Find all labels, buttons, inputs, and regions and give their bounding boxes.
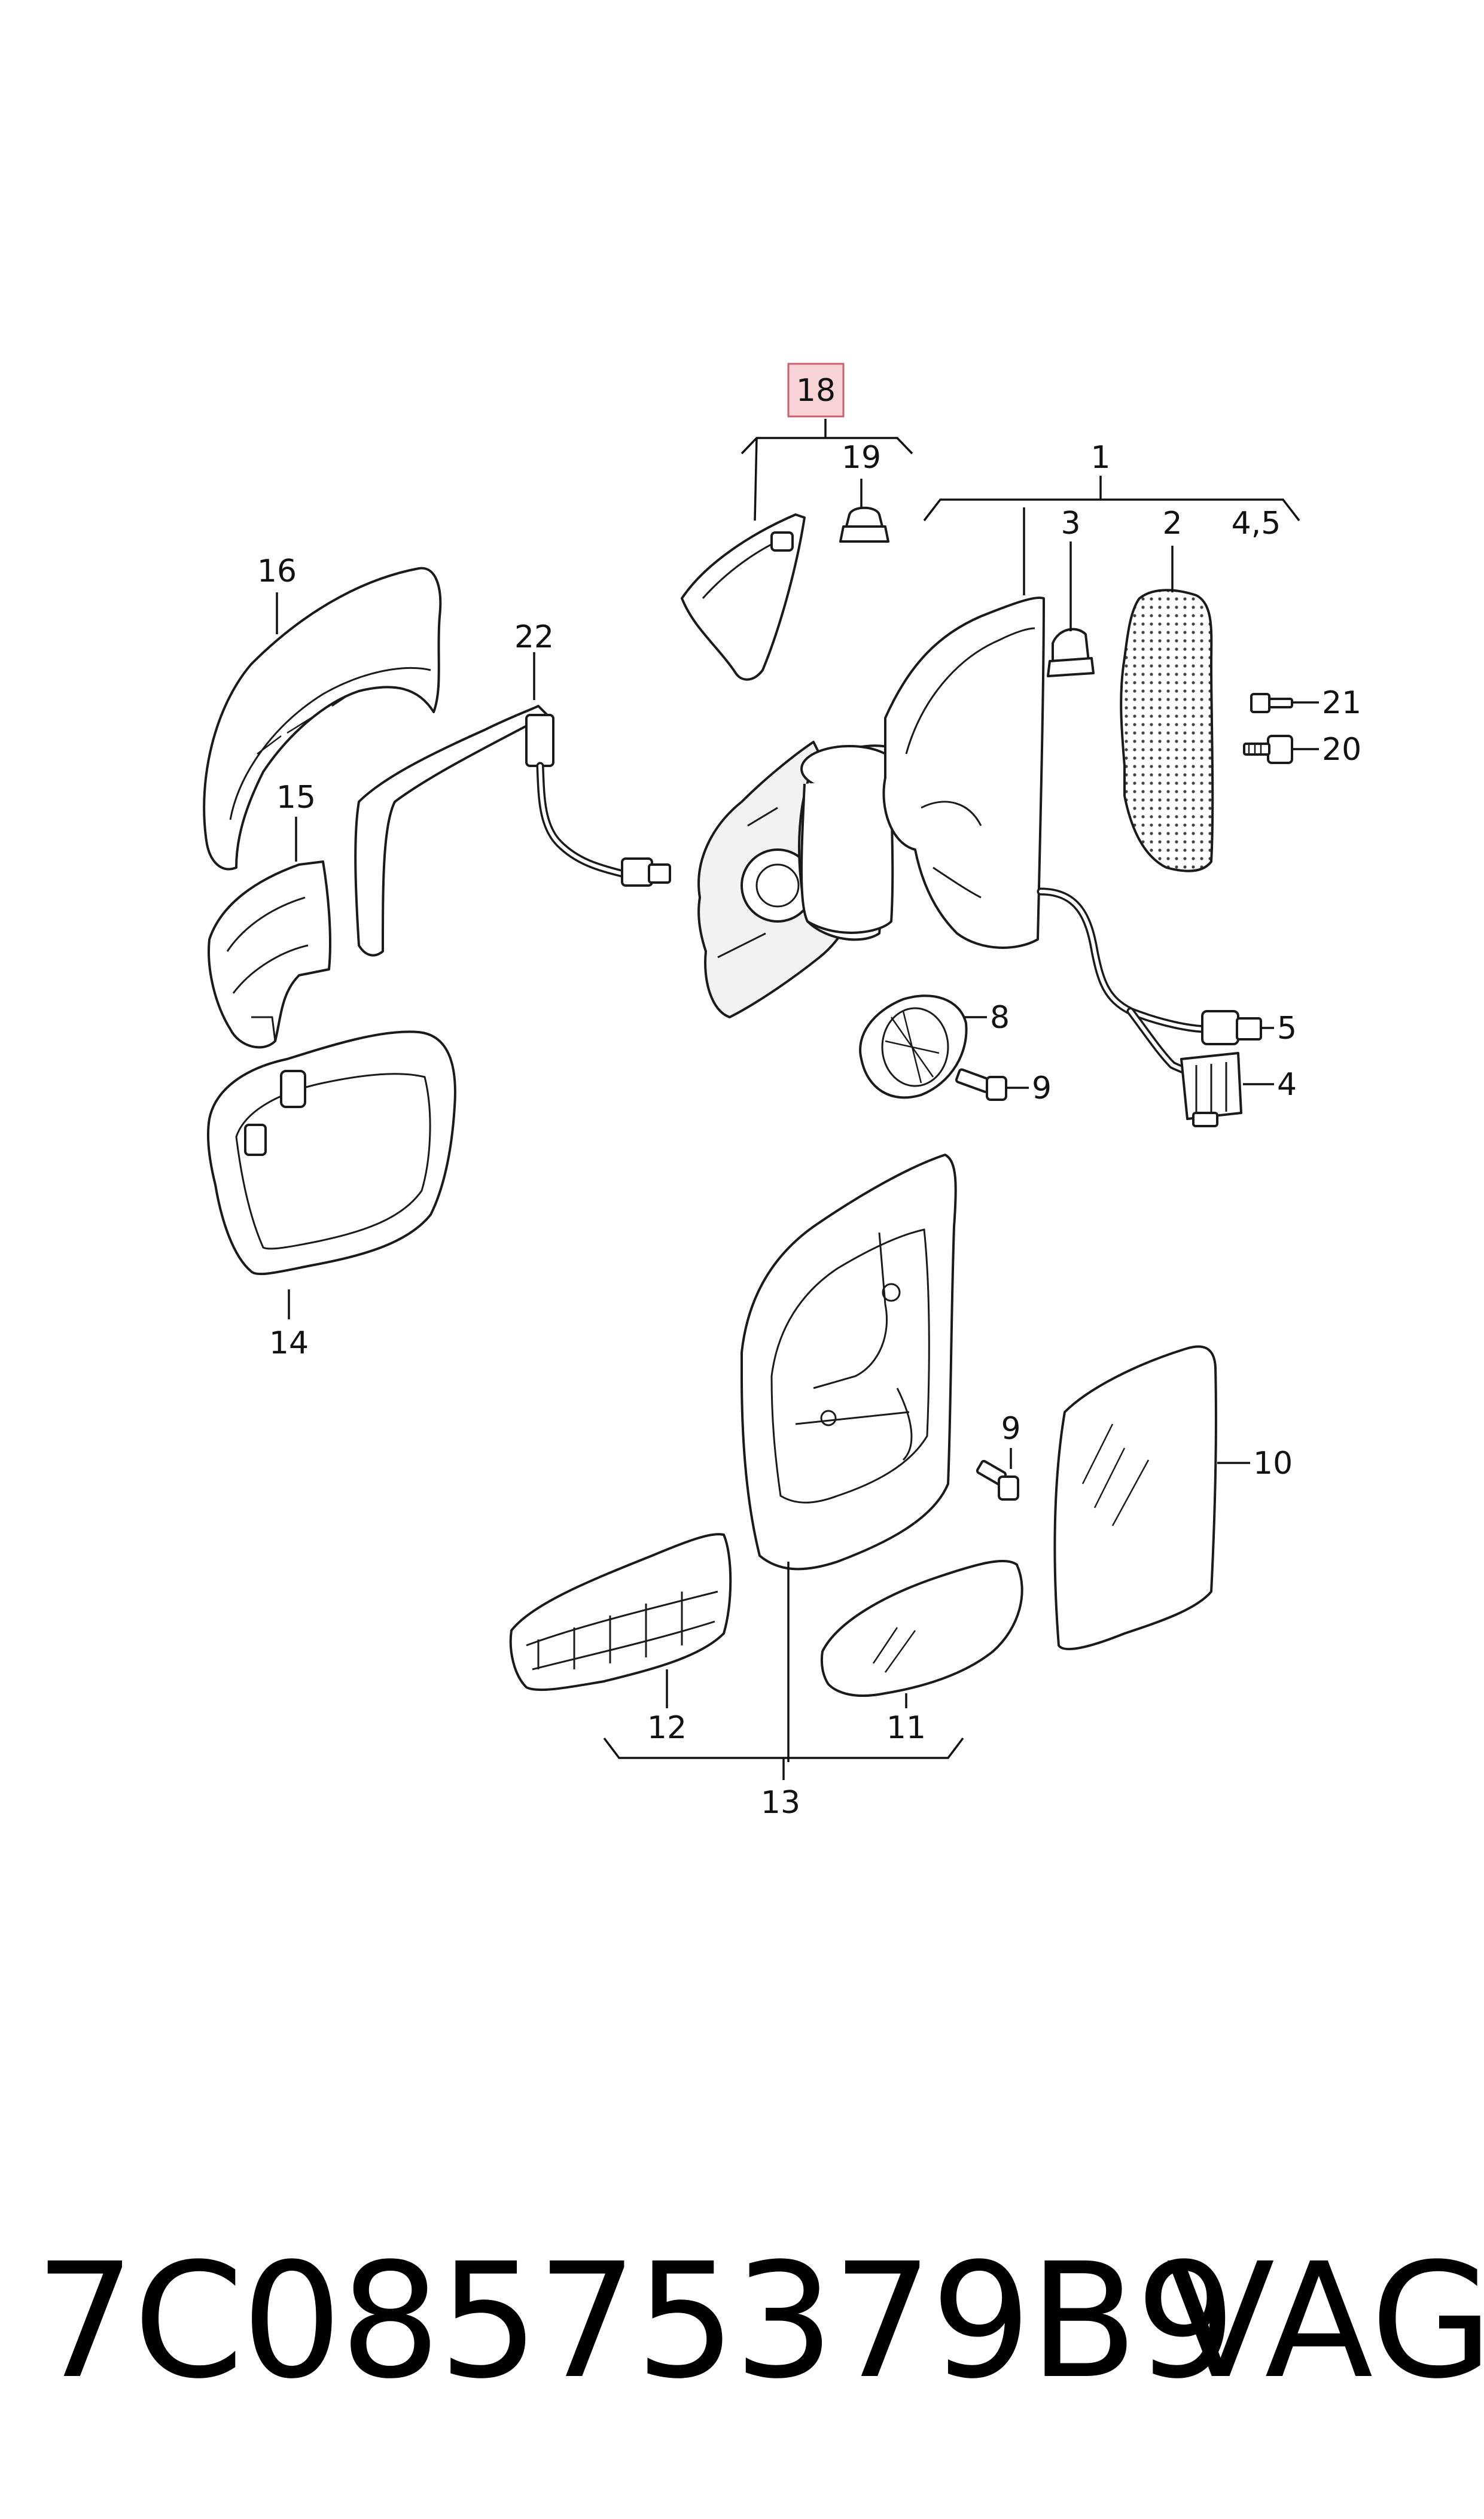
part-13-glass-holder-frame	[741, 1154, 957, 1571]
part-9-screw-lower	[976, 1459, 1019, 1501]
footer: 7C08575379B9 VAG	[0, 2232, 1484, 2411]
part-18-trim-triangle	[681, 513, 806, 681]
callout-21: 21	[1322, 685, 1361, 721]
callout-2: 2	[1162, 506, 1182, 541]
callout-15: 15	[276, 780, 316, 816]
callout-16: 16	[257, 553, 297, 589]
highlight-box-18	[787, 363, 845, 418]
callout-4: 4	[1277, 1067, 1297, 1103]
callout-19: 19	[842, 440, 881, 476]
part-14-mirror-housing-frame	[207, 1030, 456, 1276]
part-16-mirror-cap	[203, 567, 442, 871]
callout-labels: 18 19 1 3 2 4,5 21 20 16 22 15 8 5 9 4 1…	[257, 373, 1361, 1821]
callout-12: 12	[647, 1710, 687, 1746]
part-4-connector	[1180, 1052, 1242, 1127]
brand-name: VAG	[1166, 2229, 1484, 2414]
leader-lines	[276, 419, 1319, 1780]
callout-13: 13	[761, 1785, 800, 1821]
mirror-base-unit	[697, 741, 898, 1018]
part-9-screw-upper	[955, 1068, 1007, 1101]
part-12-lower-bracket	[509, 1533, 732, 1691]
callout-14: 14	[269, 1325, 309, 1361]
part-8-actuator	[859, 994, 968, 1099]
part-10-mirror-glass	[1053, 1345, 1217, 1651]
callout-1: 1	[1090, 440, 1110, 476]
callout-9-lower: 9	[1001, 1411, 1020, 1447]
part-3-clip	[1047, 628, 1095, 677]
part-19-clip	[839, 506, 889, 543]
part-22-wiring-bracket	[354, 705, 671, 957]
callout-20: 20	[1322, 732, 1361, 768]
callout-5: 5	[1277, 1011, 1297, 1046]
callout-3: 3	[1061, 506, 1080, 541]
part-1-mirror-assembly	[882, 597, 1212, 1081]
callout-10: 10	[1253, 1446, 1293, 1481]
callout-9-upper: 9	[1032, 1070, 1052, 1106]
part-2-heating-pad	[1120, 589, 1214, 872]
part-5-connector	[1201, 1010, 1262, 1045]
part-20-screw	[1243, 735, 1293, 764]
callout-11: 11	[886, 1710, 926, 1746]
part-21-screw	[1250, 693, 1293, 713]
part-11-wide-angle-glass	[820, 1559, 1023, 1697]
callout-18: 18	[796, 373, 836, 409]
part-15-turn-signal-housing	[208, 860, 331, 1049]
callout-8: 8	[990, 1000, 1010, 1036]
callout-22: 22	[514, 619, 554, 655]
part-number: 7C08575379B9	[35, 2229, 1236, 2414]
callout-4-5: 4,5	[1232, 506, 1281, 541]
